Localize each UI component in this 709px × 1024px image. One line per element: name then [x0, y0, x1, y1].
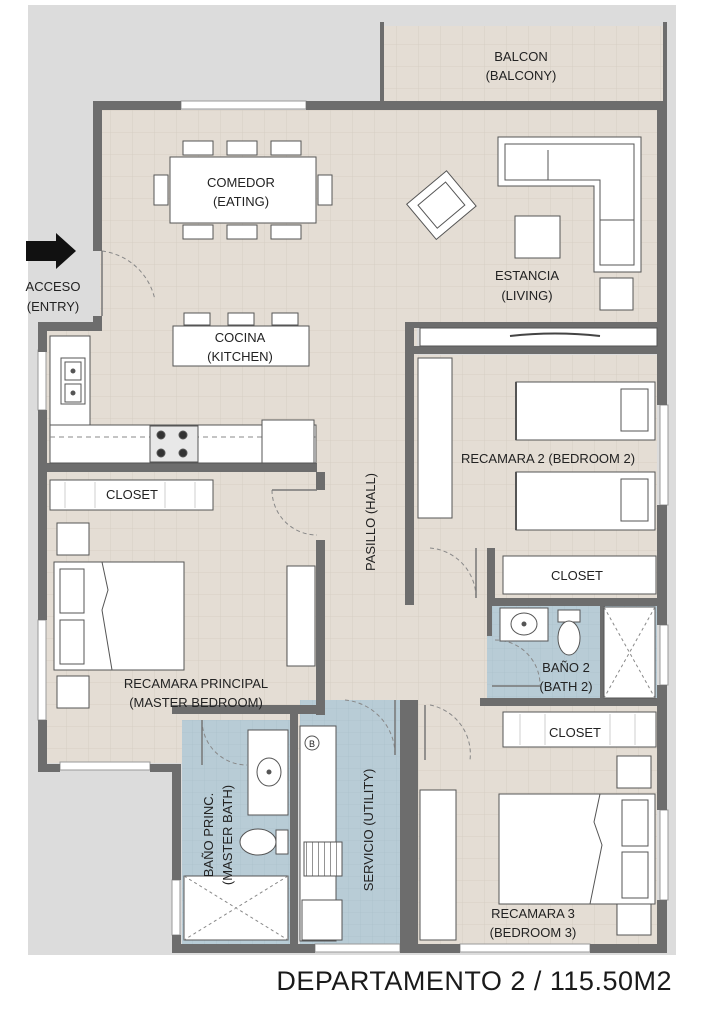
- master-bath-fixtures: [183, 729, 289, 941]
- bath2-label: BAÑO 2: [542, 660, 590, 675]
- bed-icon: [515, 381, 656, 441]
- balcony-label: BALCON: [494, 49, 547, 64]
- room-labels: BALCON (BALCONY) COMEDOR (EATING) ESTANC…: [26, 49, 636, 940]
- dining-label-en: (EATING): [213, 194, 269, 209]
- hall-label: PASILLO (HALL): [363, 473, 378, 571]
- entry-label: ACCESO: [26, 279, 81, 294]
- bedroom3-furniture: [419, 711, 657, 941]
- bedroom2-label: RECAMARA 2 (BEDROOM 2): [461, 451, 635, 466]
- closet-bedroom3-label: CLOSET: [549, 725, 601, 740]
- entry-door: [101, 250, 156, 301]
- walls: [38, 22, 667, 953]
- plan-caption: DEPARTAMENTO 2 / 115.50M2: [276, 966, 672, 996]
- sink-icon: [256, 757, 282, 787]
- sink-icon: [499, 607, 549, 642]
- bedroom3-label: RECAMARA 3: [491, 906, 575, 921]
- closet-master-box: [49, 479, 214, 511]
- master-bath-label: BAÑO PRINC.: [201, 793, 216, 878]
- bed-icon: [515, 471, 656, 531]
- boiler-mark: B: [309, 739, 315, 749]
- master-door: [271, 489, 318, 536]
- living-furniture: [406, 136, 658, 347]
- living-label: ESTANCIA: [495, 268, 559, 283]
- master-bedroom-label: RECAMARA PRINCIPAL: [124, 676, 268, 691]
- bedroom3-door: [429, 704, 471, 761]
- shower-icon: [603, 606, 656, 699]
- bath2-fixtures: [499, 606, 656, 699]
- bed-icon: [53, 561, 185, 671]
- closet-master-label: CLOSET: [106, 487, 158, 502]
- entry-label-en: (ENTRY): [27, 299, 79, 314]
- dining-set: [153, 140, 333, 240]
- utility-fixtures: [299, 725, 343, 942]
- door-leaves: [101, 251, 540, 765]
- toilet-icon: [557, 609, 581, 656]
- bed-icon: [498, 793, 656, 905]
- shower-icon: [183, 875, 289, 941]
- closet-bedroom2-box: [502, 555, 657, 595]
- coffee-table: [514, 215, 561, 259]
- entry-arrow-icon: [26, 233, 76, 269]
- dining-label: COMEDOR: [207, 175, 275, 190]
- hall-floor: [322, 325, 417, 705]
- bath2-label-en: (BATH 2): [539, 679, 592, 694]
- stove-icon: [149, 425, 199, 463]
- wardrobe-bedroom2: [417, 357, 453, 519]
- doors: [101, 250, 541, 766]
- closet-bedroom3-box: [502, 711, 657, 748]
- utility-label: SERVICIO (UTILITY): [361, 769, 376, 892]
- master-bath-door: [201, 719, 248, 766]
- side-table: [599, 277, 634, 311]
- master-furniture: [49, 479, 316, 709]
- sink-icon: [60, 357, 86, 405]
- bedroom3-dresser: [419, 789, 457, 941]
- hall-lower-floor: [409, 600, 487, 705]
- toilet-icon: [239, 828, 289, 856]
- dining-table: [169, 156, 317, 224]
- master-dresser: [286, 565, 316, 667]
- balcony-label-en: (BALCONY): [486, 68, 557, 83]
- sofa-icon: [497, 136, 642, 273]
- utility-door: [344, 699, 396, 756]
- kitchen-label-en: (KITCHEN): [207, 349, 273, 364]
- master-bedroom-label-en: (MASTER BEDROOM): [129, 695, 263, 710]
- closet-bedroom2-label: CLOSET: [551, 568, 603, 583]
- master-bath-label-en: (MASTER BATH): [220, 785, 235, 885]
- bedroom2-furniture: [417, 357, 657, 595]
- living-console: [419, 327, 658, 347]
- kitchen-island: [172, 325, 310, 367]
- kitchen-fixtures: [49, 312, 317, 464]
- washing-machine-icon: [303, 841, 343, 877]
- balcony-floor: [382, 26, 665, 102]
- fridge: [261, 419, 315, 464]
- armchair-icon: [406, 170, 477, 241]
- bedroom3-label-en: (BEDROOM 3): [490, 925, 577, 940]
- kitchen-label: COCINA: [215, 330, 266, 345]
- living-label-en: (LIVING): [501, 288, 552, 303]
- bedroom2-door: [429, 547, 477, 599]
- boiler-icon: [304, 735, 320, 751]
